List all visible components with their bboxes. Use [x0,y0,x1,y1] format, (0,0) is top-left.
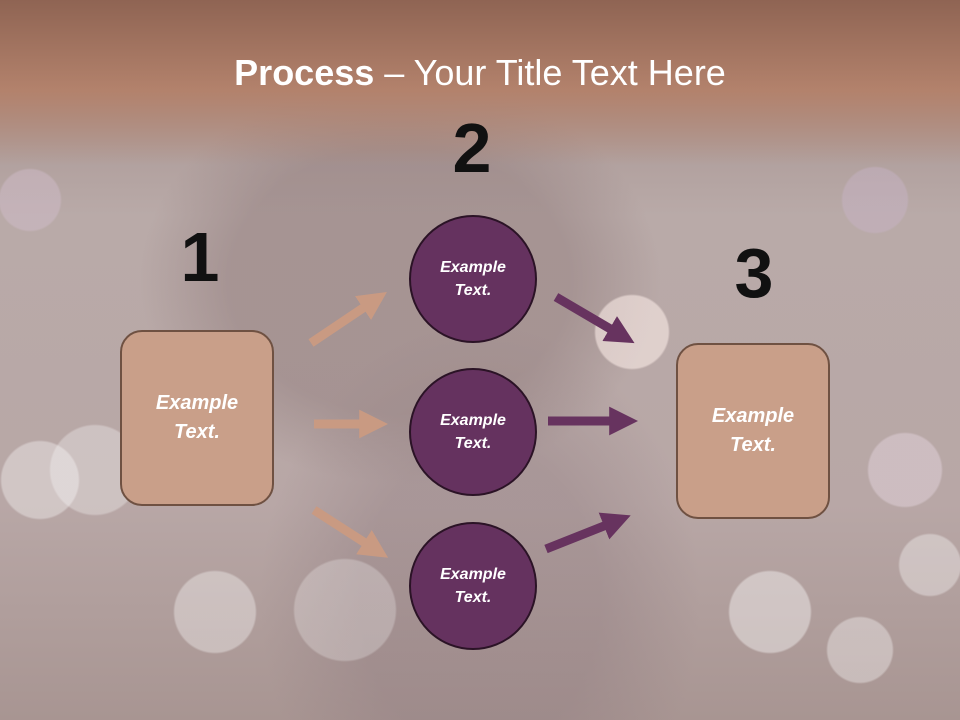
slide-title: Process – Your Title Text Here [0,52,960,94]
middle-circle-center-line2: Text. [454,435,492,452]
middle-circle-top: Example Text. [409,215,537,343]
middle-circle-center: Example Text. [409,368,537,496]
step-number-2: 2 [452,109,492,187]
step-number-3: 3 [734,234,774,312]
header-band [0,0,960,165]
step-1-box: Example Text. [120,330,274,506]
middle-circle-center-line1: Example [440,412,506,429]
middle-circle-bottom-line2: Text. [454,589,492,606]
middle-circle-top-line2: Text. [454,282,492,299]
arrow-to-top-circle [308,291,387,347]
step-1-line1: Example [155,392,239,414]
step-number-1: 1 [180,218,220,296]
title-rest: – Your Title Text Here [374,52,726,93]
step-3-line2: Text. [730,434,776,456]
step-3-line1: Example [711,405,795,427]
arrow-from-top-circle [553,293,635,344]
step-3-box: Example Text. [676,343,830,519]
arrow-from-bottom-circle [544,512,631,554]
middle-circle-bottom: Example Text. [409,522,537,650]
title-bold: Process [234,52,375,93]
step-1-line2: Text. [174,421,220,443]
middle-circle-bottom-line1: Example [440,566,506,583]
arrow-to-bottom-circle [311,506,389,558]
middle-circle-top-line1: Example [440,259,506,276]
